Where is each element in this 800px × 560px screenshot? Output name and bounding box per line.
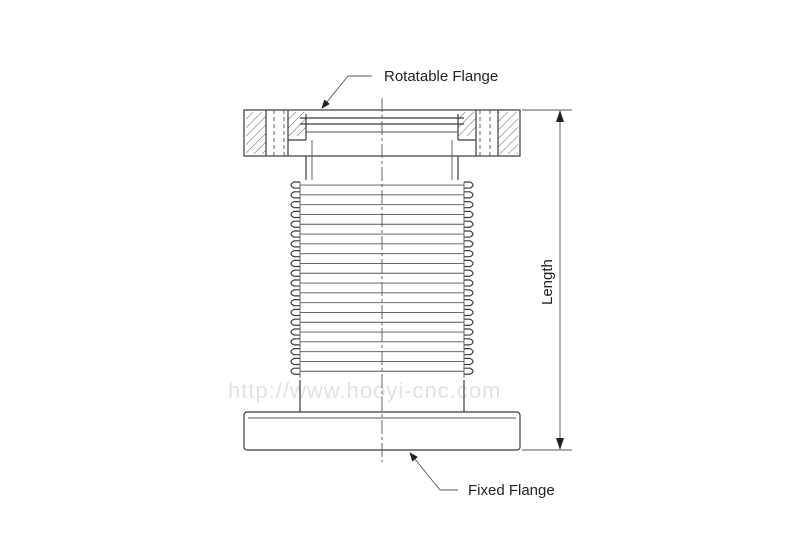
length-label: Length xyxy=(539,259,556,305)
bellows-convolution xyxy=(290,269,474,277)
length-dimension: Length xyxy=(522,109,572,451)
bellows-convolution xyxy=(290,348,474,356)
bellows-convolution xyxy=(290,299,474,307)
bellows-convolution xyxy=(290,191,474,199)
neck-tube xyxy=(305,140,459,180)
bellows-convolution xyxy=(290,259,474,268)
bellows-convolution xyxy=(290,240,474,248)
rotatable-flange-callout: Rotatable Flange xyxy=(321,68,498,109)
bellows-convolution xyxy=(290,338,474,346)
bellows-convolution xyxy=(290,230,474,238)
bellows-convolution xyxy=(290,210,474,219)
bellows-convolution xyxy=(290,220,474,228)
bottom-neck xyxy=(299,380,465,412)
bellows-convolution xyxy=(290,308,474,317)
bellows-convolution xyxy=(290,289,474,297)
bellows-convolution xyxy=(290,318,474,326)
bellows-convolution xyxy=(290,250,474,258)
fixed-flange-label: Fixed Flange xyxy=(468,482,555,499)
rotatable-flange-label: Rotatable Flange xyxy=(384,68,498,85)
bellows-convolution xyxy=(290,367,474,375)
watermark-text: http://www.hooyi-cnc.com xyxy=(228,378,501,403)
bellows-convolution xyxy=(290,201,474,209)
bellows-convolution xyxy=(290,181,474,189)
bellows-convolution xyxy=(290,279,474,287)
rotatable-flange xyxy=(243,109,521,157)
bellows-convolution xyxy=(290,357,474,366)
bellows-convolution xyxy=(290,328,474,336)
fixed-flange-callout: Fixed Flange xyxy=(409,452,555,499)
bellows-convolutions xyxy=(290,181,474,378)
